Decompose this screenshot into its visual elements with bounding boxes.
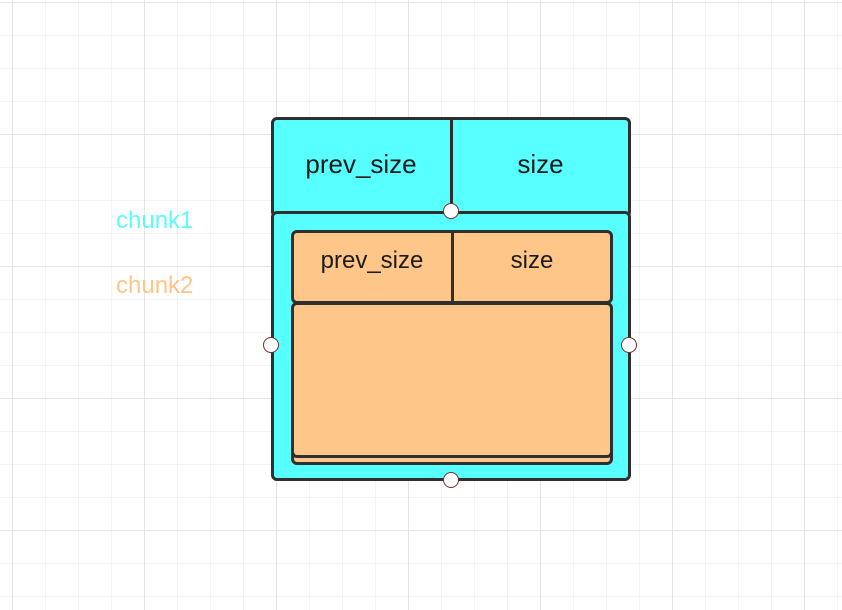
chunk2-prev-size-label: prev_size: [320, 247, 424, 274]
chunk1-header-divider: [450, 120, 453, 215]
connection-point-icon[interactable]: [263, 337, 279, 353]
connection-point-icon[interactable]: [443, 203, 459, 219]
chunk2-header[interactable]: prev_size size: [291, 230, 613, 304]
chunk1-body[interactable]: prev_size size: [271, 211, 631, 481]
legend-chunk1-label: chunk1: [116, 207, 194, 234]
chunk2-header-divider: [451, 233, 454, 301]
connection-point-icon[interactable]: [443, 472, 459, 488]
chunk2-data-area[interactable]: [291, 302, 613, 458]
chunk1-prev-size-label: prev_size: [305, 149, 417, 179]
connection-point-icon[interactable]: [621, 337, 637, 353]
legend-chunk2-label: chunk2: [116, 272, 194, 299]
chunk1-header[interactable]: prev_size size: [271, 117, 631, 218]
chunk2-size-label: size: [510, 247, 554, 274]
chunk1-size-label: size: [517, 149, 564, 179]
